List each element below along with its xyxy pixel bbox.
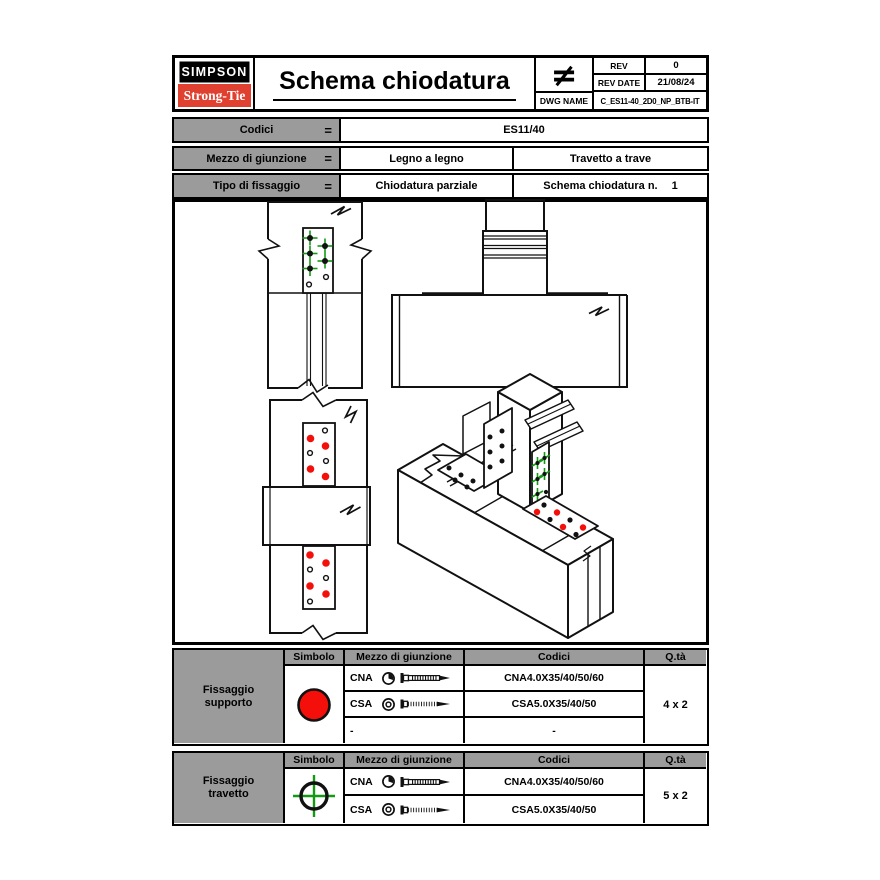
schema-n-label: Schema chiodatura n. — [543, 180, 658, 192]
col-header-mezzo: Mezzo di giunzione — [345, 753, 465, 769]
rev-value: 0 — [646, 58, 706, 75]
info-row-fissaggio: Tipo di fissaggio = Chiodatura parziale … — [172, 173, 709, 199]
dwg-name-label: DWG NAME — [536, 93, 594, 109]
cna-nail-icon — [400, 673, 450, 683]
fissaggio-value-1: Chiodatura parziale — [341, 175, 514, 197]
info-label-codici: Codici = — [174, 119, 341, 141]
drawing-area — [172, 199, 709, 645]
col-header-simbolo: Simbolo — [285, 650, 345, 666]
group-line2: supporto — [204, 696, 253, 709]
col-header-codici: Codici — [465, 753, 645, 769]
sheet-title-cell: Schema chiodatura — [255, 58, 536, 109]
info-label-text: Tipo di fissaggio — [212, 180, 301, 192]
fastener-row-cna: CNA — [345, 769, 465, 796]
not-equal-icon: ≠ — [536, 56, 594, 94]
logo: SIMPSON Strong-Tie — [175, 58, 255, 109]
page-title: Schema chiodatura — [273, 67, 516, 101]
fastener-code: - — [350, 724, 354, 737]
fastener-row-cna: CNA — [345, 666, 465, 692]
equals-icon: = — [324, 151, 332, 166]
info-label-mezzo: Mezzo di giunzione = — [174, 148, 341, 169]
info-row-mezzo: Mezzo di giunzione = Legno a legno Trave… — [172, 146, 709, 171]
schema-n-number: 1 — [671, 180, 678, 192]
info-label-fissaggio: Tipo di fissaggio = — [174, 175, 341, 197]
codice-cna: CNA4.0X35/40/50/60 — [465, 666, 645, 692]
legend-table-supporto: Fissaggio supporto Simbolo Mezzo di giun… — [172, 648, 709, 746]
csa-screw-icon — [400, 699, 450, 709]
rev-date-value: 21/08/24 — [646, 75, 706, 92]
cna-head-icon — [382, 671, 395, 685]
red-circle-icon — [297, 687, 331, 722]
fastener-code: CSA — [350, 698, 373, 710]
fastener-code: CSA — [350, 803, 373, 816]
col-header-qta: Q.tà — [645, 650, 706, 666]
cna-nail-icon — [400, 776, 450, 787]
legend-table-travetto: Fissaggio travetto Simbolo Mezzo di giun… — [172, 751, 709, 826]
info-label-text: Mezzo di giunzione — [206, 152, 307, 165]
group-line2: travetto — [208, 788, 249, 800]
mezzo-value-2: Travetto a trave — [569, 152, 652, 165]
fastener-code: CNA — [350, 775, 373, 788]
fastener-row-csa: CSA — [345, 796, 465, 823]
group-line1: Fissaggio — [202, 775, 255, 787]
rev-date-label: REV DATE — [594, 75, 646, 92]
logo-strongtie: Strong-Tie — [178, 84, 251, 107]
equals-icon: = — [324, 122, 332, 138]
col-header-mezzo: Mezzo di giunzione — [345, 650, 465, 666]
title-block: SIMPSON Strong-Tie Schema chiodatura ≠ R… — [172, 55, 709, 112]
col-header-qta: Q.tà — [645, 753, 706, 769]
mezzo-value-1: Legno a legno — [341, 148, 514, 169]
codice-csa: CSA5.0X35/40/50 — [465, 796, 645, 823]
fastener-code: CNA — [350, 672, 373, 684]
green-crosshair-icon — [293, 775, 335, 817]
qty-supporto: 4 x 2 — [663, 698, 688, 711]
qty-travetto: 5 x 2 — [663, 790, 688, 802]
equals-icon: = — [324, 178, 332, 194]
csa-head-icon — [382, 697, 395, 711]
group-label-travetto: Fissaggio travetto — [174, 753, 285, 823]
codice-dash: - — [465, 718, 645, 743]
cna-head-icon — [382, 775, 395, 788]
symbol-cell-travetto — [285, 769, 345, 823]
fastener-row-csa: CSA — [345, 692, 465, 718]
codici-value: ES11/40 — [503, 124, 545, 136]
fissaggio-value-2: Schema chiodatura n. 1 — [514, 175, 707, 197]
col-header-codici: Codici — [465, 650, 645, 666]
fastener-row-dash: - — [345, 718, 465, 743]
symbol-cell-supporto — [285, 666, 345, 743]
col-header-simbolo: Simbolo — [285, 753, 345, 769]
rev-label: REV — [594, 58, 646, 75]
dwg-name-value: C_ES11-40_2D0_NP_BTB-IT — [600, 96, 700, 106]
codice-cna: CNA4.0X35/40/50/60 — [465, 769, 645, 796]
csa-head-icon — [382, 803, 395, 816]
codice-csa: CSA5.0X35/40/50 — [465, 692, 645, 718]
info-label-text: Codici — [239, 124, 274, 136]
csa-screw-icon — [400, 805, 450, 814]
group-label-supporto: Fissaggio supporto — [174, 650, 285, 743]
info-row-codici: Codici = ES11/40 — [172, 117, 709, 143]
group-line1: Fissaggio — [202, 683, 255, 696]
logo-simpson: SIMPSON — [178, 60, 251, 84]
